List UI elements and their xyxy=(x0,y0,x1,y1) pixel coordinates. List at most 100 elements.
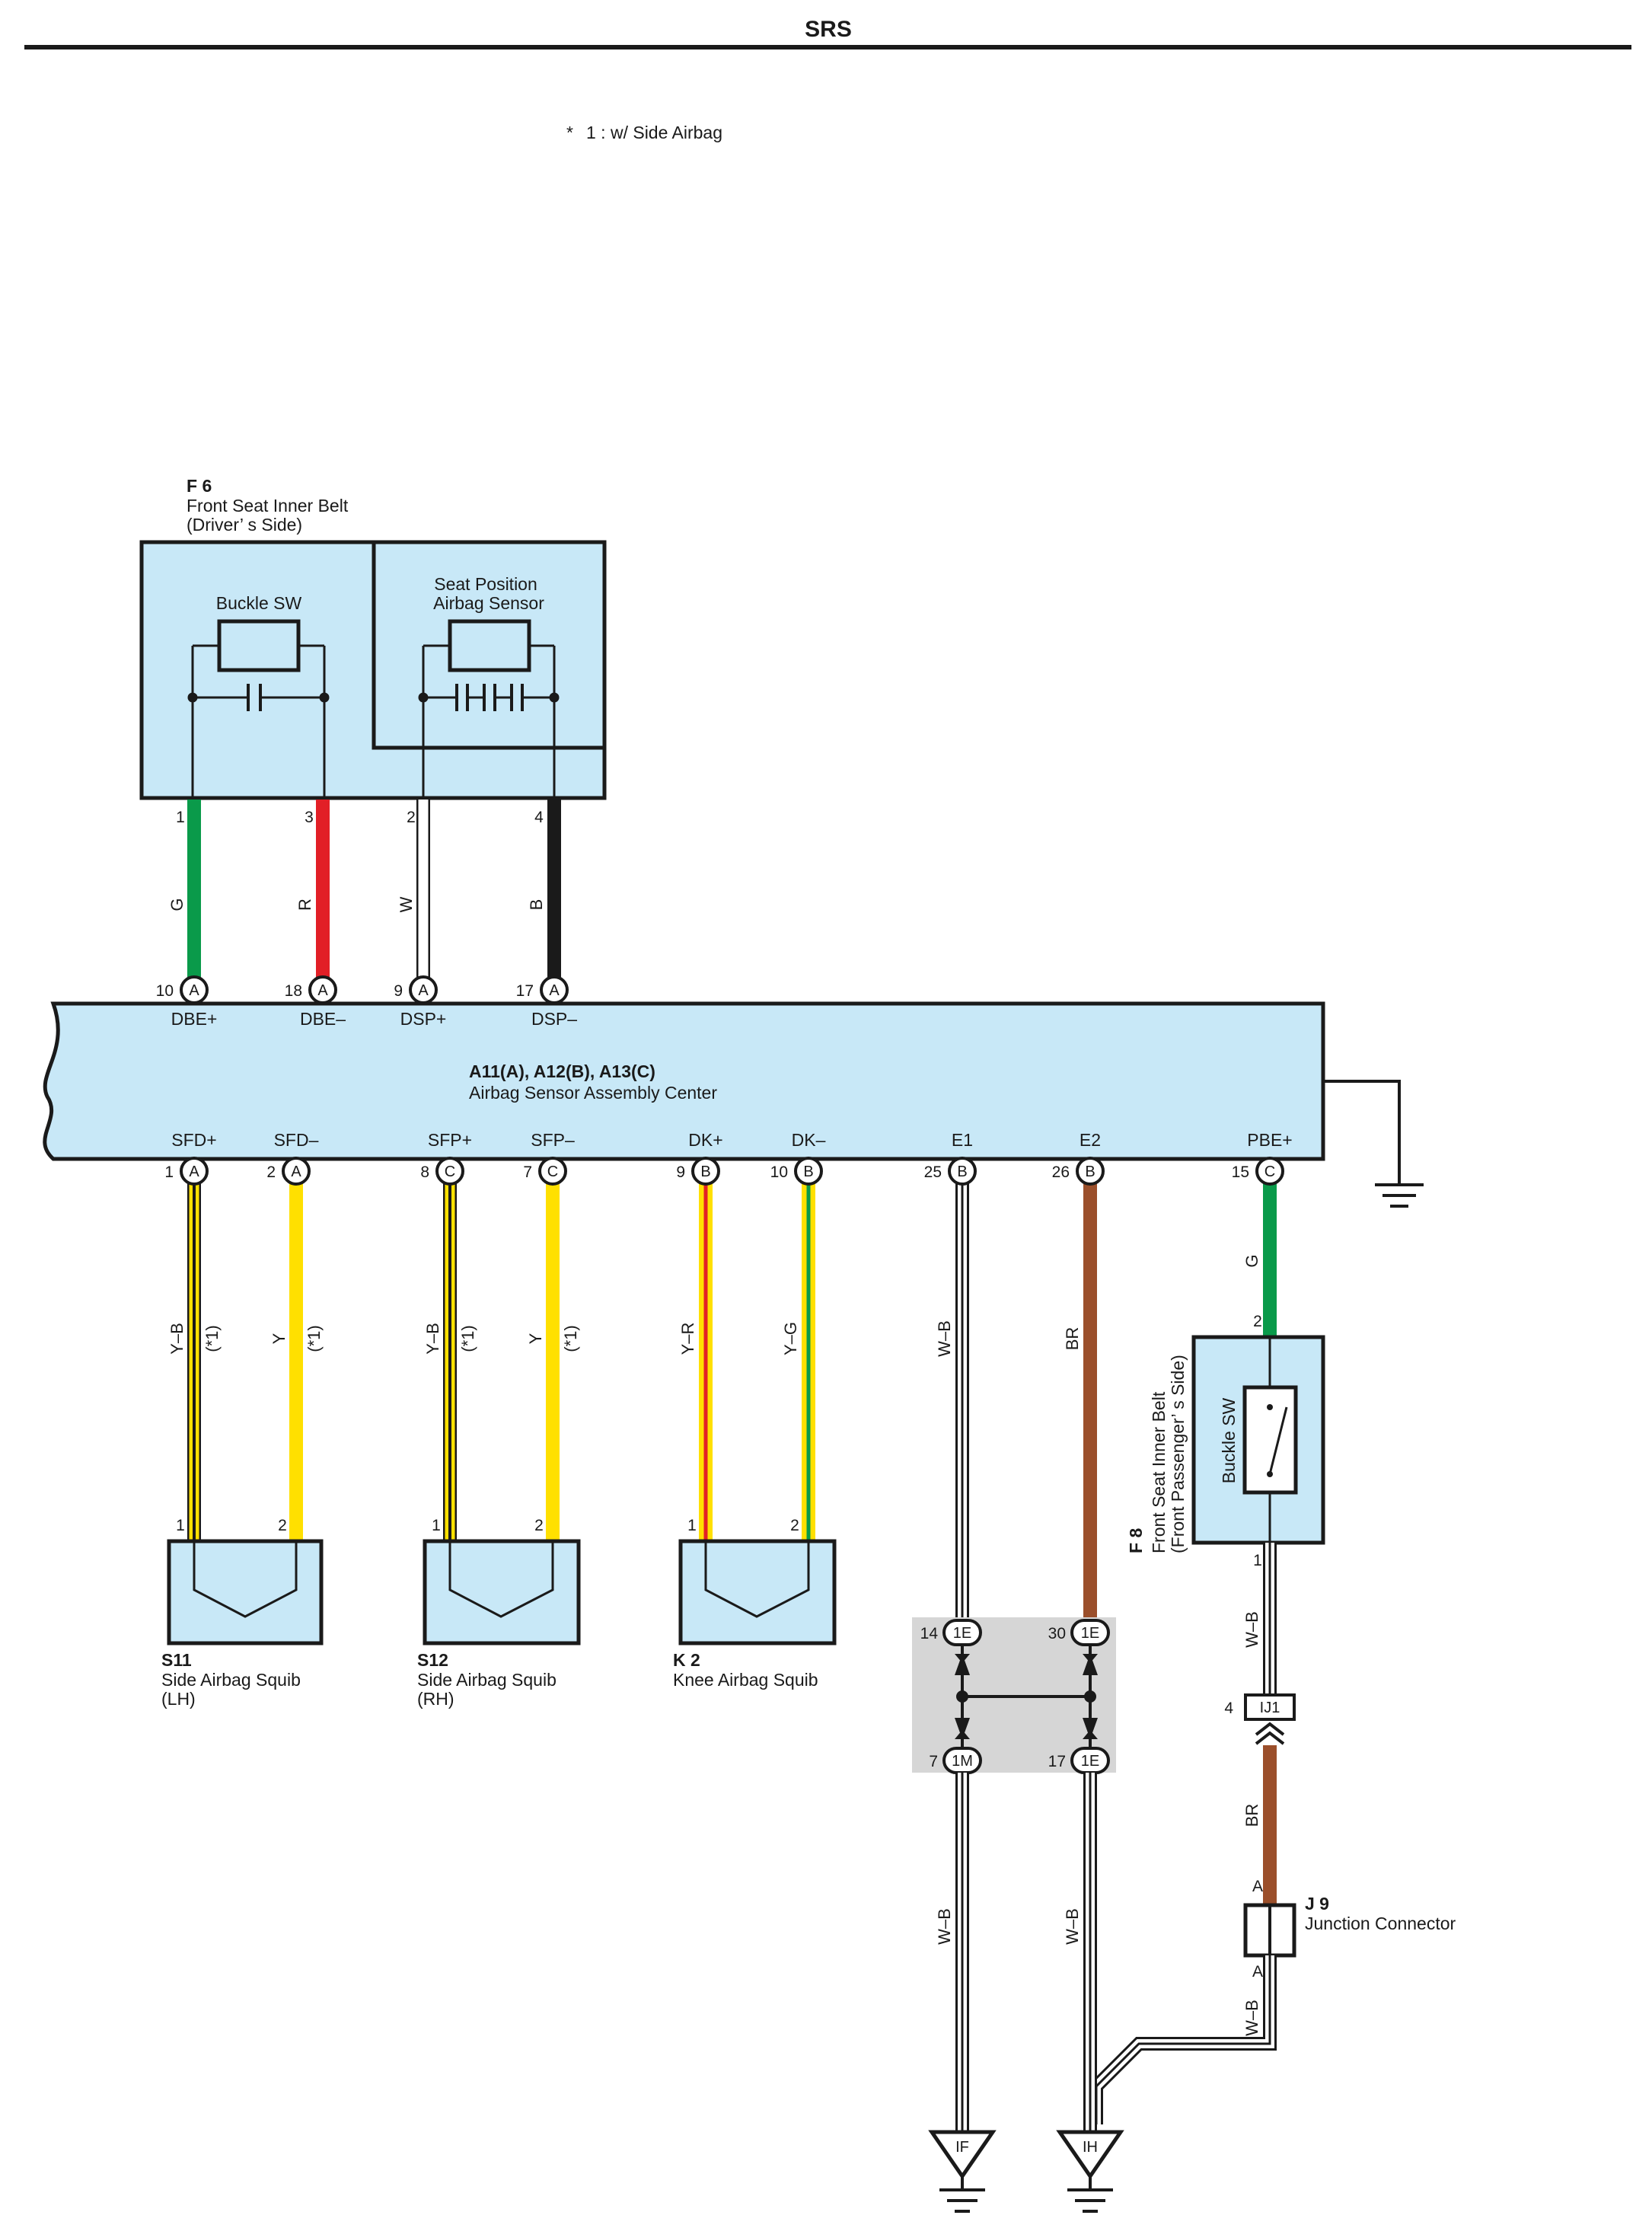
ecu-bottom-terminal-pbe-plus: PBE+ C 15 xyxy=(1232,1130,1293,1186)
ecu-top-terminal-dsp-plus: A 9 DSP+ xyxy=(394,975,446,1029)
wire-label-g: G xyxy=(167,898,187,911)
squib-s12-pin1: 1 xyxy=(432,1517,441,1534)
wire-label-y-1: Y xyxy=(269,1333,289,1344)
junction-conn-bottom-left: 1M 7 xyxy=(929,1747,982,1774)
ij1-connector: IJ1 4 xyxy=(1224,1693,1296,1745)
wire-note-4: (*1) xyxy=(561,1325,580,1352)
ground-point-ih: IH xyxy=(1056,2130,1124,2213)
svg-text:SFP–: SFP– xyxy=(531,1130,575,1150)
wire-note-2: (*1) xyxy=(305,1325,324,1352)
svg-text:DSP–: DSP– xyxy=(531,1009,577,1029)
squib-k2-pin1: 1 xyxy=(687,1517,697,1534)
svg-text:9: 9 xyxy=(394,982,403,1000)
svg-text:A: A xyxy=(549,982,560,999)
squib-s12-name: Side Airbag Squib xyxy=(417,1670,557,1690)
svg-text:C: C xyxy=(547,1163,558,1180)
svg-text:A: A xyxy=(189,1163,199,1180)
squib-s12-code: S12 xyxy=(417,1650,448,1670)
svg-text:IH: IH xyxy=(1083,2139,1098,2156)
squib-s11-name: Side Airbag Squib xyxy=(161,1670,301,1690)
squib-s12-side: (RH) xyxy=(417,1689,454,1709)
svg-text:E2: E2 xyxy=(1080,1130,1101,1150)
footnote: 1 : w/ Side Airbag xyxy=(586,123,722,142)
svg-text:1E: 1E xyxy=(1081,1625,1099,1642)
f6-buckle-label: Buckle SW xyxy=(216,593,302,613)
junction-conn-top-left: 1E 14 xyxy=(920,1619,982,1646)
wire-label-wb-e1: W–B xyxy=(935,1320,954,1357)
f6-seat-label-line1: Seat Position xyxy=(434,574,537,594)
f8-name-line2: (Front Passenger’ s Side) xyxy=(1168,1355,1188,1553)
junction-conn-top-right: 1E 30 xyxy=(1048,1619,1110,1646)
svg-text:17: 17 xyxy=(1048,1753,1066,1770)
f6-name-line2: (Driver’ s Side) xyxy=(187,515,302,535)
f8-pin-top: 2 xyxy=(1253,1313,1262,1330)
j9-name: Junction Connector xyxy=(1305,1914,1456,1933)
ecu-bottom-terminal-dk-minus: DK– B 10 xyxy=(770,1130,826,1186)
svg-text:4: 4 xyxy=(1224,1700,1233,1717)
squib-s11-box xyxy=(167,1539,324,1645)
junction-arrows xyxy=(955,1654,1098,1739)
squib-k2-name: Knee Airbag Squib xyxy=(673,1670,818,1690)
wire-label-br-e2: BR xyxy=(1063,1327,1082,1351)
squib-s12-pin2: 2 xyxy=(534,1517,544,1534)
f6-seat-label-line2: Airbag Sensor xyxy=(433,593,544,613)
f6-name-line1: Front Seat Inner Belt xyxy=(187,496,349,516)
svg-text:1E: 1E xyxy=(1081,1753,1099,1770)
squib-s11-side: (LH) xyxy=(161,1689,196,1709)
ecu-top-terminal-dbe-plus: A 10 DBE+ xyxy=(156,975,217,1029)
svg-text:30: 30 xyxy=(1048,1625,1066,1642)
f6-pin-1: 1 xyxy=(176,809,185,826)
wire-label-wb-f8: W–B xyxy=(1242,1611,1261,1648)
svg-text:1: 1 xyxy=(164,1163,174,1181)
svg-text:C: C xyxy=(445,1163,455,1180)
ecu-subtitle: Airbag Sensor Assembly Center xyxy=(469,1083,717,1103)
f6-code: F 6 xyxy=(187,476,212,496)
ecu-bottom-terminal-sfd-minus: SFD– A 2 xyxy=(266,1130,319,1186)
svg-text:A: A xyxy=(418,982,429,999)
svg-text:SFD+: SFD+ xyxy=(171,1130,216,1150)
j9-pin-bottom: A xyxy=(1252,1963,1263,1981)
squib-k2-pin2: 2 xyxy=(790,1517,799,1534)
svg-text:26: 26 xyxy=(1052,1163,1070,1181)
f6-pin-3: 3 xyxy=(305,809,314,826)
svg-text:2: 2 xyxy=(266,1163,276,1181)
svg-text:10: 10 xyxy=(770,1163,788,1181)
f8-switch-label: Buckle SW xyxy=(1219,1397,1239,1483)
svg-text:8: 8 xyxy=(420,1163,429,1181)
wire-label-br-j9: BR xyxy=(1242,1804,1261,1827)
ecu-top-terminal-dsp-minus: A 17 DSP– xyxy=(516,975,577,1029)
wire-label-yg: Y–G xyxy=(781,1322,800,1355)
f6-buckle-switch-symbol xyxy=(187,619,330,798)
svg-text:B: B xyxy=(1085,1163,1095,1180)
svg-text:SFP+: SFP+ xyxy=(428,1130,472,1150)
f6-pin-2: 2 xyxy=(407,809,416,826)
svg-text:C: C xyxy=(1265,1163,1275,1180)
squib-s11-pin1: 1 xyxy=(176,1517,185,1534)
svg-text:1M: 1M xyxy=(952,1753,973,1770)
svg-text:14: 14 xyxy=(920,1625,939,1642)
ecu-title: A11(A), A12(B), A13(C) xyxy=(469,1061,655,1081)
ecu-top-terminal-dbe-minus: A 18 DBE– xyxy=(285,975,346,1029)
f8-pin-bottom: 1 xyxy=(1253,1552,1262,1569)
page-title: SRS xyxy=(805,17,852,42)
svg-text:A: A xyxy=(317,982,328,999)
wire-label-b: B xyxy=(527,899,546,911)
squib-s11-pin2: 2 xyxy=(278,1517,287,1534)
ecu-bottom-terminal-sfp-minus: SFP– C 7 xyxy=(523,1130,575,1186)
svg-text:10: 10 xyxy=(156,982,174,1000)
wire-label-wb-ih: W–B xyxy=(1063,1908,1082,1945)
svg-text:DBE–: DBE– xyxy=(300,1009,346,1029)
svg-text:SFD–: SFD– xyxy=(274,1130,319,1150)
footnote-mark: * xyxy=(566,123,573,142)
squib-s11-code: S11 xyxy=(161,1650,192,1670)
ecu-bottom-terminal-sfd-plus: SFD+ A 1 xyxy=(164,1130,217,1186)
wire-label-yr: Y–R xyxy=(678,1323,697,1355)
ecu-bottom-terminal-e1: E1 B 25 xyxy=(924,1130,977,1186)
ecu-bottom-terminal-dk-plus: DK+ B 9 xyxy=(676,1130,723,1186)
ground-point-if: IF xyxy=(928,2130,997,2213)
f8-component-box xyxy=(1191,1335,1325,1545)
svg-text:IJ1: IJ1 xyxy=(1260,1700,1280,1716)
svg-text:E1: E1 xyxy=(952,1130,973,1150)
squib-k2-box xyxy=(678,1539,837,1645)
svg-text:A: A xyxy=(291,1163,301,1180)
